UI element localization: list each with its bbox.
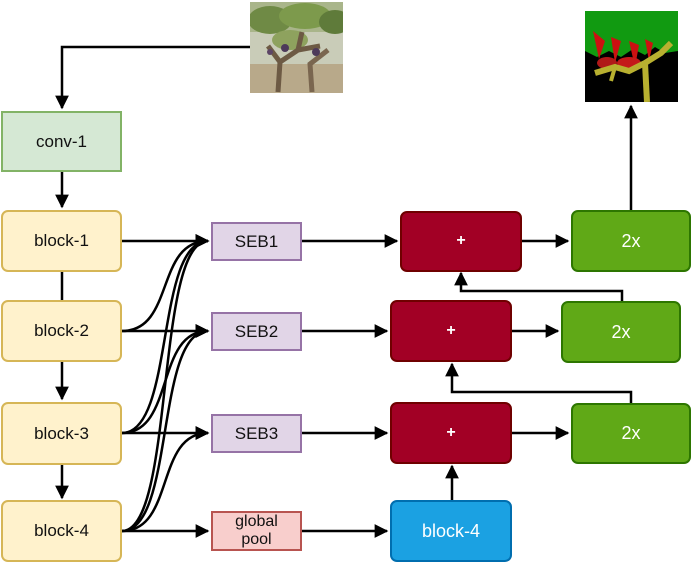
- seb2-node: SEB2: [211, 312, 302, 351]
- edge-input-conv1: [55, 45, 250, 110]
- segmentation-mask: [585, 11, 678, 102]
- block3-node: block-3: [1, 402, 122, 465]
- upsample1-node: 2x: [571, 210, 691, 272]
- upsample2-node: 2x: [561, 301, 681, 363]
- global-pool-node: global pool: [211, 511, 302, 551]
- edge-block3-seb1: [121, 234, 210, 435]
- edge-up2-sum1: [454, 271, 624, 301]
- seb1-node: SEB1: [211, 222, 302, 261]
- block2-node: block-2: [1, 300, 122, 362]
- upsample3-node: 2x: [571, 403, 691, 464]
- block4-node: block-4: [1, 500, 122, 562]
- block1-node: block-1: [1, 210, 122, 272]
- vineyard-photo: [250, 2, 343, 93]
- output-image: [585, 11, 678, 102]
- edge-block2-seb1: [121, 234, 210, 333]
- seb3-node: SEB3: [211, 414, 302, 453]
- edge-block4-seb3: [121, 426, 210, 533]
- edge-up3-sum2: [445, 362, 633, 403]
- edge-block4-seb1: [121, 234, 210, 533]
- input-image: [250, 2, 343, 93]
- sum3-node: +: [390, 402, 512, 464]
- sum2-node: +: [390, 300, 512, 362]
- decoder-block4-node: block-4: [390, 500, 512, 562]
- edge-block4-seb2: [121, 324, 210, 533]
- sum1-node: +: [400, 211, 522, 272]
- conv1-node: conv-1: [1, 111, 122, 172]
